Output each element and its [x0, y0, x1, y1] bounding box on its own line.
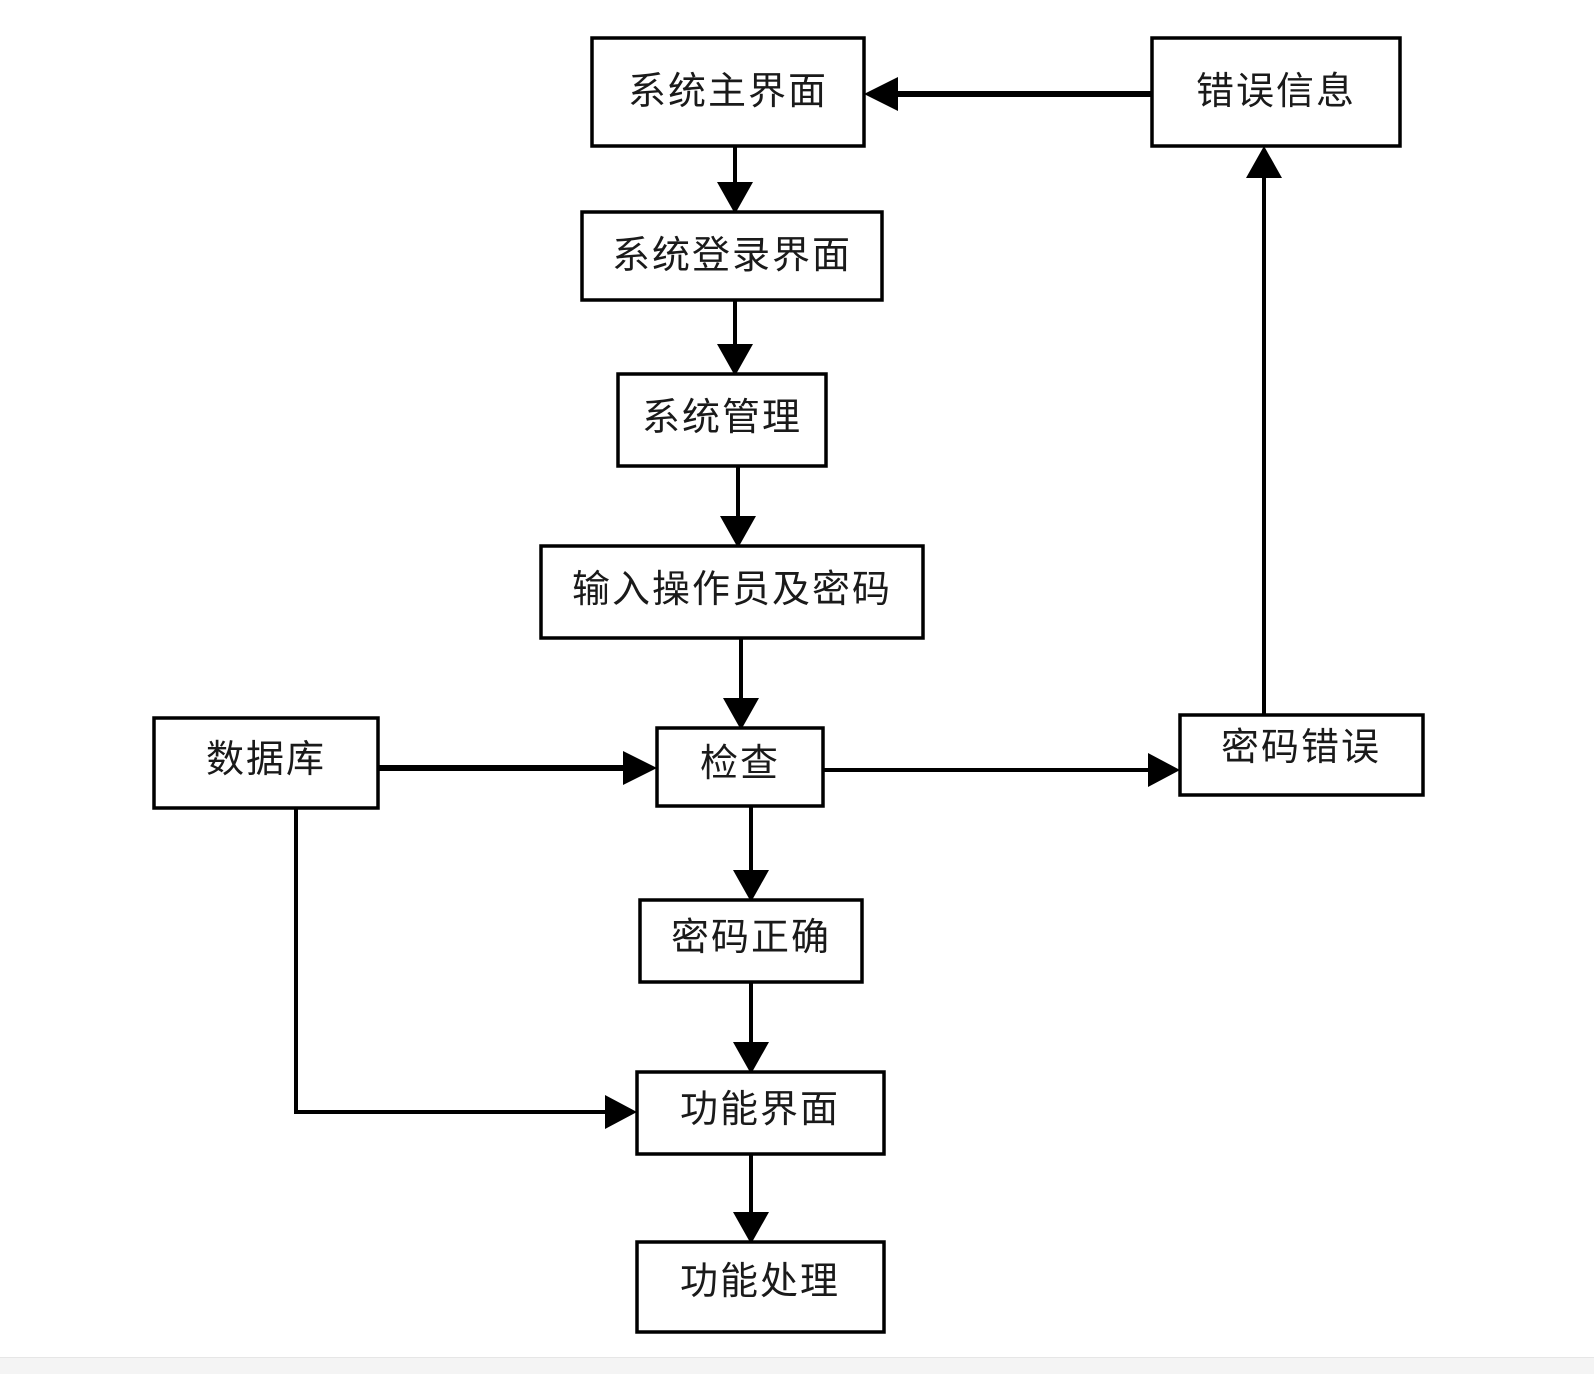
edge-login-ui-to-sys-manage	[717, 300, 753, 376]
node-sys-manage[interactable]: 系统管理	[616, 372, 828, 468]
edge-error-info-to-main-ui	[864, 77, 1152, 111]
node-function-ui-label: 功能界面	[680, 1089, 840, 1131]
node-password-right[interactable]: 密码正确	[638, 898, 864, 984]
node-password-right-label: 密码正确	[671, 917, 831, 959]
edge-database-to-check	[378, 751, 657, 785]
edge-password-wrong-to-error-info	[1246, 146, 1282, 715]
node-main-ui-label: 系统主界面	[628, 71, 828, 113]
page-bottom-strip	[0, 1357, 1594, 1374]
node-input-operator-label: 输入操作员及密码	[572, 569, 892, 611]
node-main-ui[interactable]: 系统主界面	[590, 36, 866, 148]
edge-check-to-password-wrong	[823, 753, 1180, 787]
edge-function-ui-to-function-proc	[733, 1154, 769, 1244]
node-error-info-label: 错误信息	[1196, 71, 1356, 113]
node-login-ui[interactable]: 系统登录界面	[580, 210, 884, 302]
node-check[interactable]: 检查	[655, 726, 825, 808]
node-input-operator[interactable]: 输入操作员及密码	[539, 544, 925, 640]
node-password-wrong[interactable]: 密码错误	[1178, 713, 1425, 797]
node-check-label: 检查	[700, 743, 780, 785]
node-database-label: 数据库	[206, 739, 326, 781]
edge-database-to-function-ui	[294, 808, 637, 1129]
node-function-proc-label: 功能处理	[680, 1261, 840, 1303]
node-function-proc[interactable]: 功能处理	[635, 1240, 886, 1334]
edge-sys-manage-to-input-operator	[720, 466, 756, 548]
node-password-wrong-label: 密码错误	[1221, 727, 1381, 769]
edge-input-operator-to-check	[723, 638, 759, 730]
node-login-ui-label: 系统登录界面	[612, 235, 852, 277]
edge-main-ui-to-login-ui	[717, 146, 753, 214]
node-database[interactable]: 数据库	[152, 716, 380, 810]
node-error-info[interactable]: 错误信息	[1150, 36, 1402, 148]
node-sys-manage-label: 系统管理	[642, 397, 802, 439]
node-function-ui[interactable]: 功能界面	[635, 1070, 886, 1156]
edge-check-to-password-right	[733, 806, 769, 902]
edge-password-right-to-function-ui	[733, 982, 769, 1074]
